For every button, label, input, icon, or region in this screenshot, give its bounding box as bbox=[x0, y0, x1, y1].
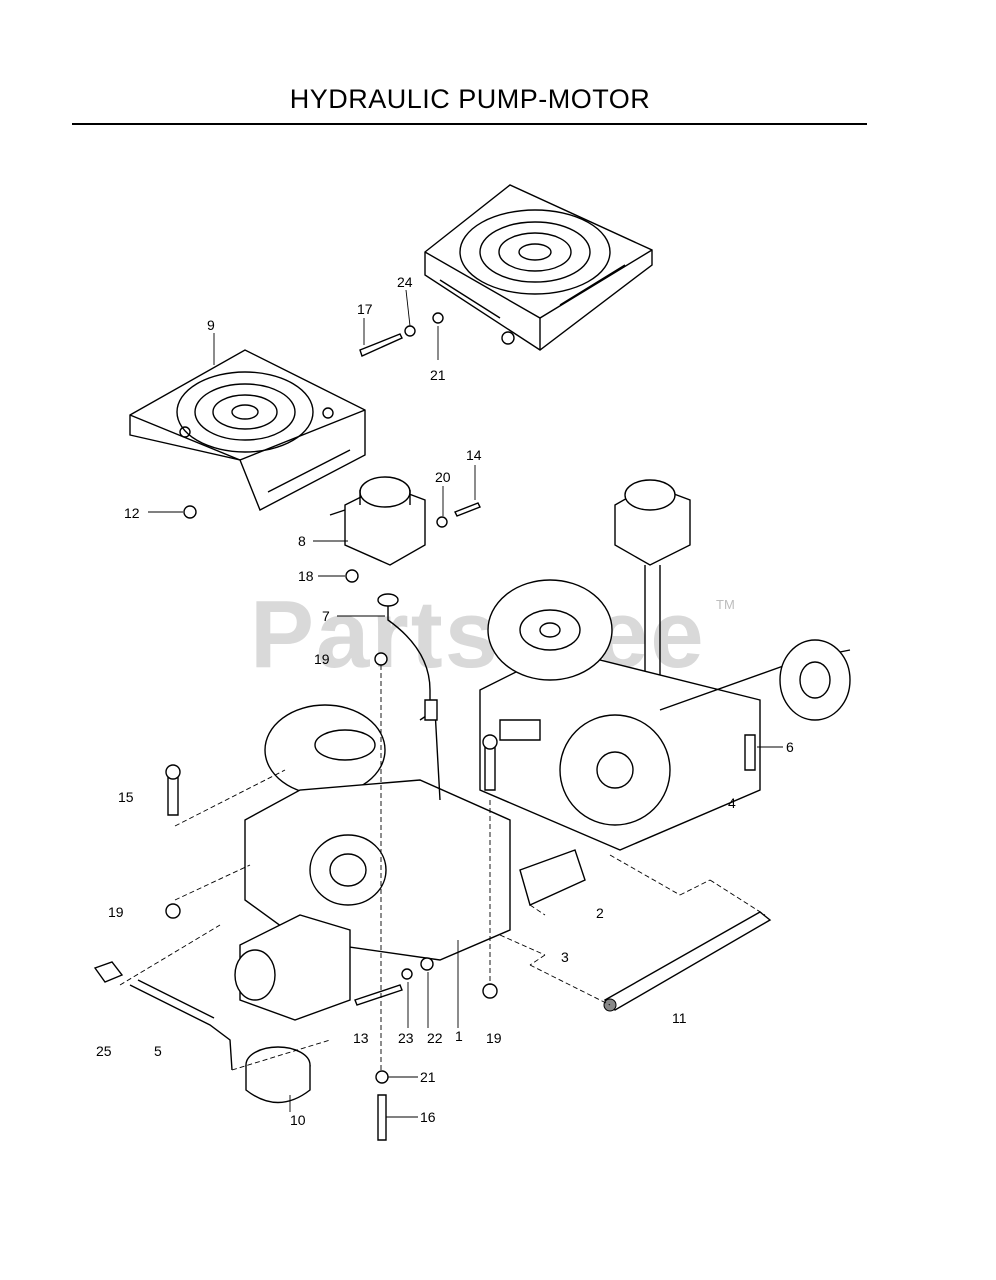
callout-14: 14 bbox=[466, 447, 482, 463]
callout-11: 11 bbox=[672, 1010, 687, 1026]
callout-labels: 9 17 24 21 12 8 18 20 14 7 19 15 19 25 5… bbox=[96, 274, 794, 1128]
reservoir-left bbox=[329, 476, 426, 566]
oil-filter bbox=[245, 1046, 311, 1104]
trademark-mark: TM bbox=[716, 597, 735, 612]
callout-3: 3 bbox=[561, 949, 569, 965]
callout-19-lower: 19 bbox=[486, 1030, 502, 1046]
callout-7: 7 bbox=[322, 608, 330, 624]
callout-4: 4 bbox=[728, 795, 736, 811]
callout-21-top: 21 bbox=[430, 367, 446, 383]
callout-24: 24 bbox=[397, 274, 413, 290]
callout-23: 23 bbox=[398, 1030, 414, 1046]
callout-12: 12 bbox=[124, 505, 140, 521]
callout-6: 6 bbox=[786, 739, 794, 755]
right-transaxle bbox=[479, 479, 851, 851]
connecting-tube bbox=[603, 911, 772, 1012]
hose-and-fittings bbox=[377, 593, 438, 721]
callout-17: 17 bbox=[357, 301, 373, 317]
callout-16: 16 bbox=[420, 1109, 436, 1125]
callout-20: 20 bbox=[435, 469, 451, 485]
left-cover-plate bbox=[129, 349, 366, 511]
diagram-title: HYDRAULIC PUMP-MOTOR bbox=[289, 84, 651, 114]
callout-10: 10 bbox=[290, 1112, 306, 1128]
callout-19-left: 19 bbox=[108, 904, 124, 920]
callout-25: 25 bbox=[96, 1043, 112, 1059]
callout-8: 8 bbox=[298, 533, 306, 549]
leader-lines bbox=[119, 289, 783, 1118]
callout-15: 15 bbox=[118, 789, 134, 805]
callout-5: 5 bbox=[154, 1043, 162, 1059]
pipe-5 bbox=[93, 961, 233, 1071]
callout-9: 9 bbox=[207, 317, 215, 333]
callout-2: 2 bbox=[596, 905, 604, 921]
callout-1: 1 bbox=[455, 1028, 463, 1044]
callout-19-upper: 19 bbox=[314, 651, 330, 667]
callout-18: 18 bbox=[298, 568, 314, 584]
upper-cover-plate bbox=[424, 184, 653, 351]
callout-22: 22 bbox=[427, 1030, 443, 1046]
callout-21-bottom: 21 bbox=[420, 1069, 436, 1085]
left-transaxle bbox=[234, 704, 586, 1021]
fasteners bbox=[165, 312, 756, 1141]
callout-13: 13 bbox=[353, 1030, 369, 1046]
title-rule bbox=[72, 123, 867, 125]
